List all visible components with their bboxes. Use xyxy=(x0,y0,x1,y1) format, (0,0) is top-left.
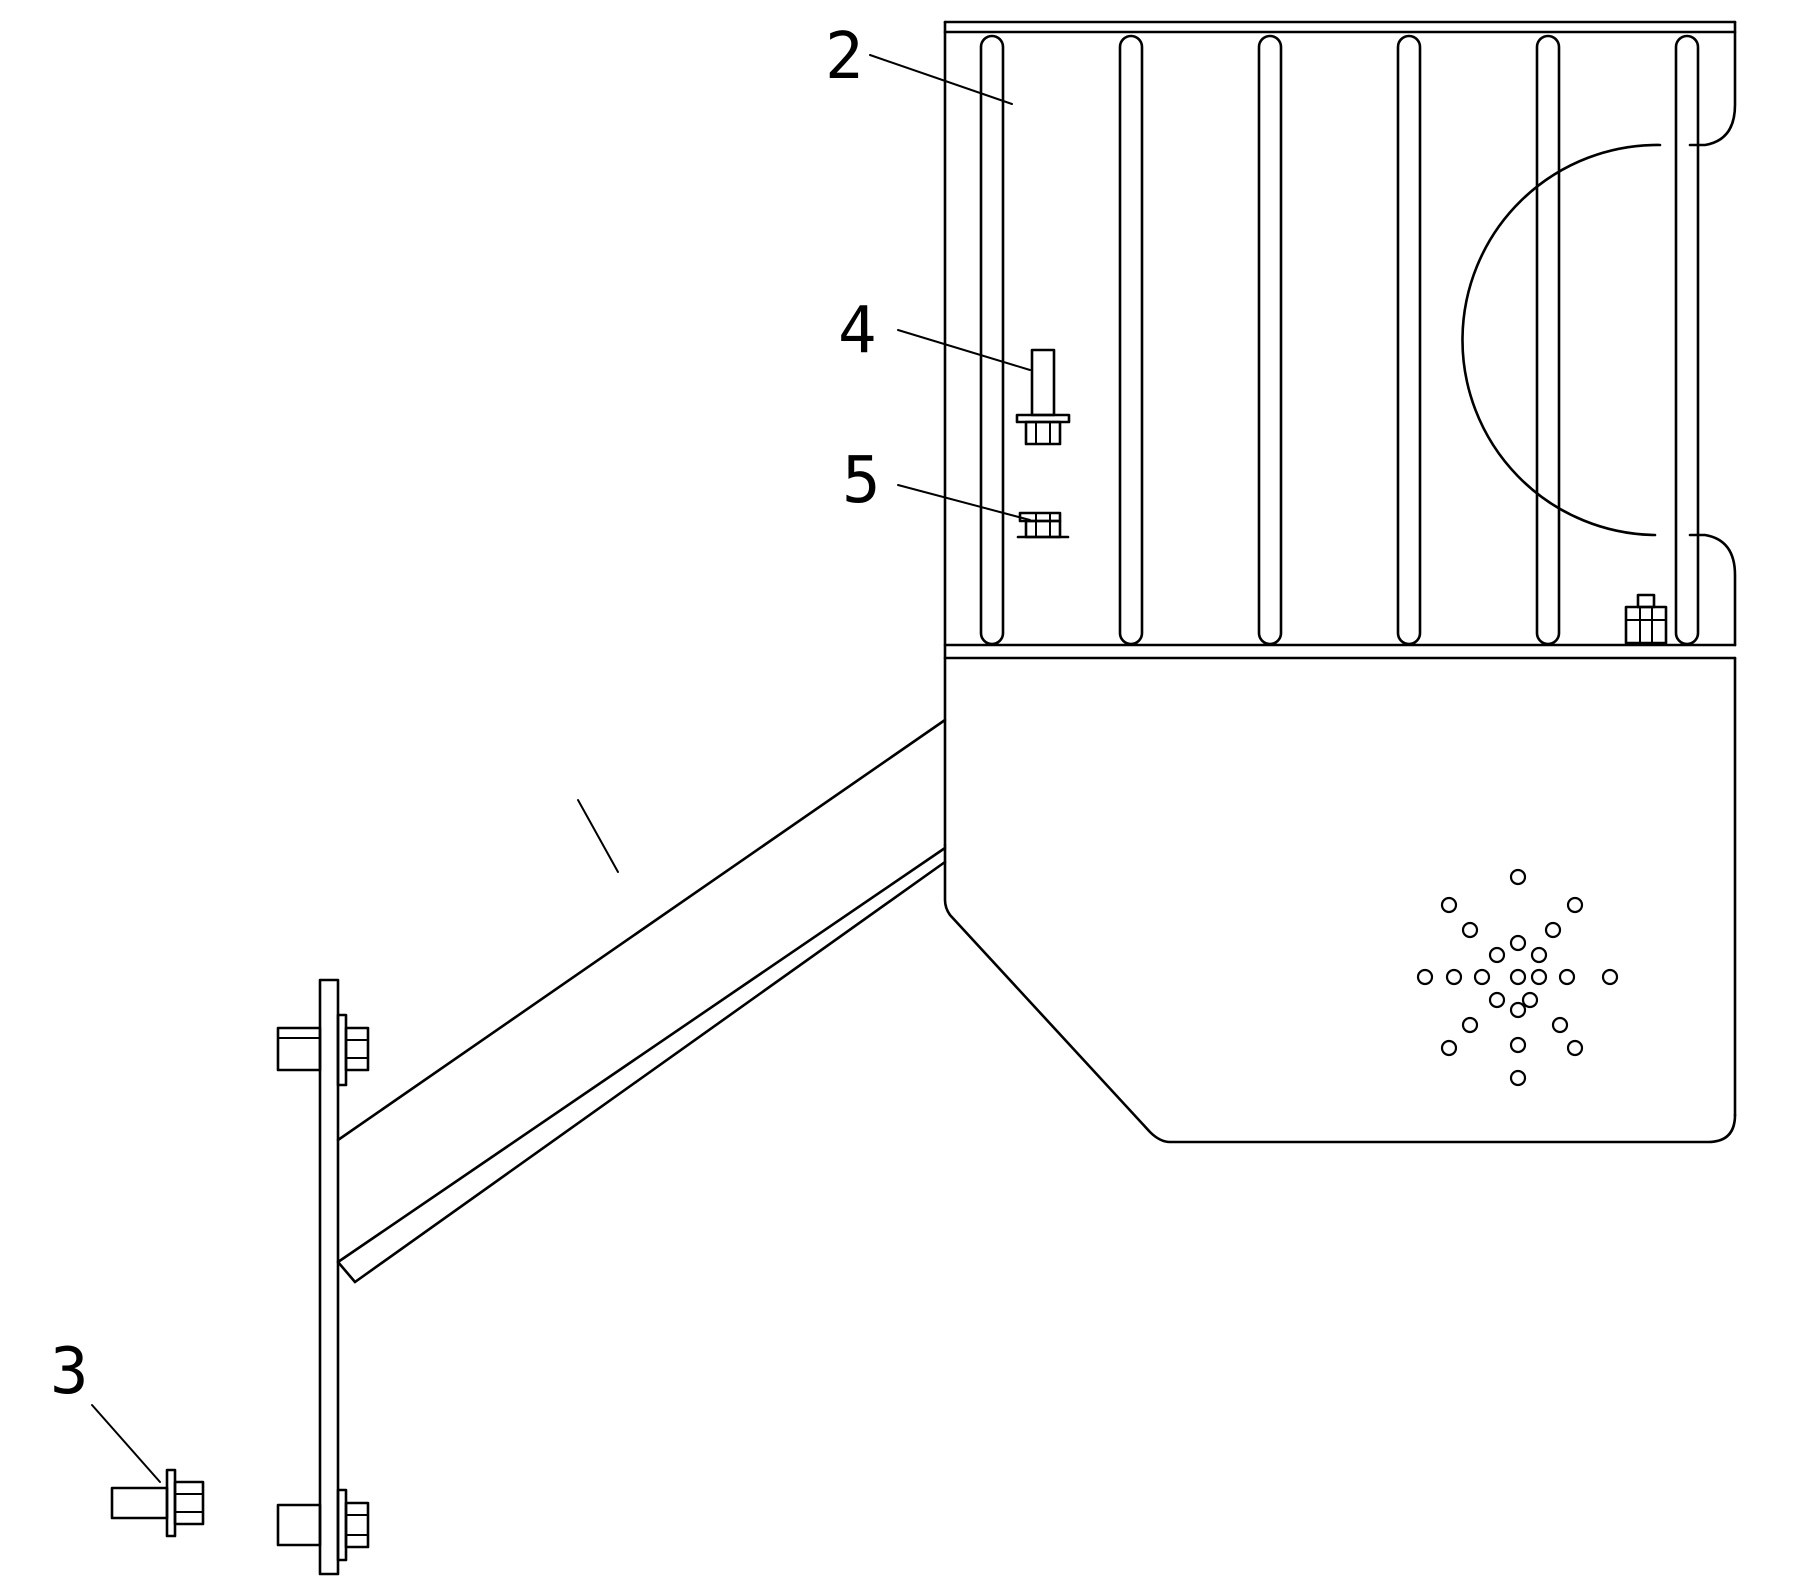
perforation-hole xyxy=(1566,1039,1584,1057)
nut-part-5 xyxy=(1016,511,1070,539)
perforation-hole xyxy=(1461,1016,1479,1034)
mounting-bolt-lower xyxy=(276,1488,370,1562)
perforation-hole xyxy=(1509,1036,1527,1054)
perforation-hole xyxy=(1530,968,1548,986)
perforation-hole xyxy=(1473,968,1491,986)
mounting-plate xyxy=(318,978,340,1576)
perforation-hole xyxy=(1521,991,1539,1009)
perforation-hole xyxy=(1416,968,1434,986)
perforation-pattern xyxy=(1416,868,1619,1087)
perforation-hole xyxy=(1509,1069,1527,1087)
callout-label-3: 3 xyxy=(50,1335,89,1409)
callout-label-2: 2 xyxy=(825,20,864,94)
perforation-hole xyxy=(1440,1039,1458,1057)
perforation-hole xyxy=(1488,991,1506,1009)
perforation-hole xyxy=(1440,896,1458,914)
perforation-hole xyxy=(1558,968,1576,986)
perforation-hole xyxy=(1509,934,1527,952)
housing-lower-section xyxy=(943,656,1737,1144)
housing-ribs xyxy=(979,34,1700,646)
bolt-part-3 xyxy=(110,1468,205,1538)
perforation-hole xyxy=(1544,921,1562,939)
mounting-bolt-upper xyxy=(276,1013,370,1087)
callout-label-4: 4 xyxy=(838,294,877,368)
hex-bolt-bottom xyxy=(1624,593,1668,645)
bracket-arm xyxy=(336,718,947,1284)
perforation-hole xyxy=(1488,946,1506,964)
perforation-hole xyxy=(1509,868,1527,886)
callout-label-5: 5 xyxy=(842,444,881,518)
perforation-hole xyxy=(1509,1001,1527,1019)
housing-body xyxy=(943,20,1737,847)
circular-opening xyxy=(1461,143,1662,537)
leader-lines xyxy=(91,54,1031,1483)
perforation-hole xyxy=(1551,1016,1569,1034)
perforation-hole xyxy=(1445,968,1463,986)
perforation-hole xyxy=(1566,896,1584,914)
bolt-part-4 xyxy=(1015,348,1071,446)
perforation-hole xyxy=(1601,968,1619,986)
perforation-hole xyxy=(1530,946,1548,964)
perforation-hole xyxy=(1509,968,1527,986)
perforation-hole xyxy=(1461,921,1479,939)
